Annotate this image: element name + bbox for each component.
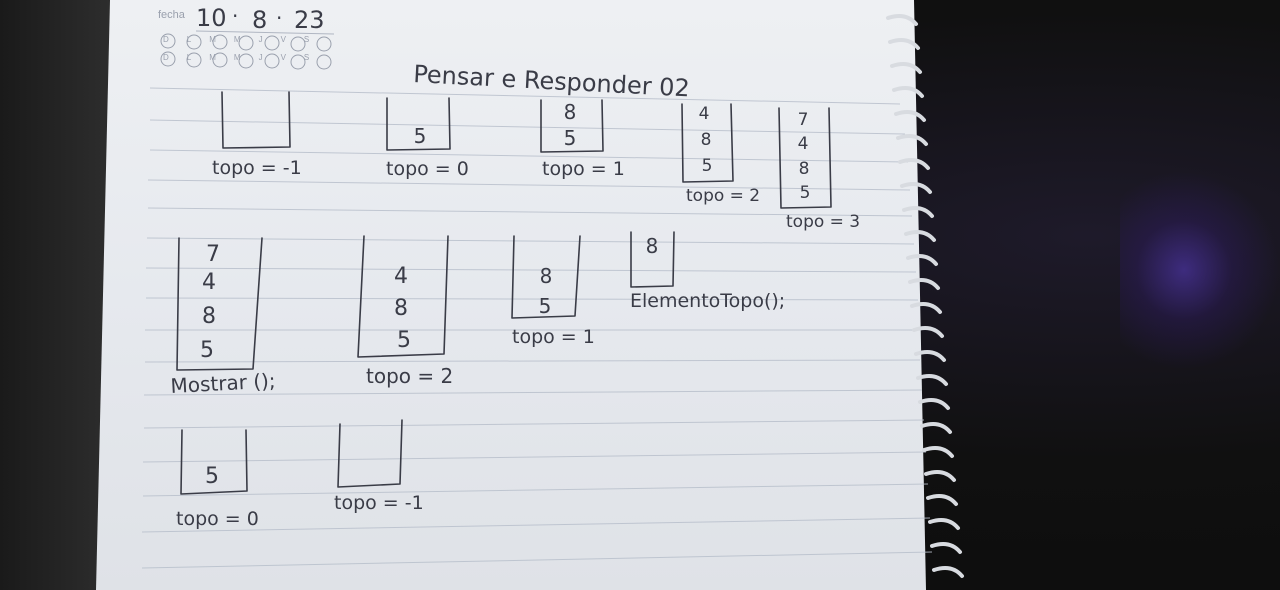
stack-r1-5-element-2: 4 — [797, 134, 809, 154]
date-label: fecha — [158, 9, 185, 21]
stack-r3-2-caption: topo = -1 — [334, 492, 424, 514]
stack-r2-3-caption: topo = 1 — [512, 326, 595, 348]
stack-r1-4-element-2: 8 — [700, 130, 712, 150]
stack-box-r2-2 — [357, 235, 449, 358]
date-day: 10 — [196, 4, 227, 32]
stack-r1-4-element-3: 5 — [701, 156, 713, 176]
stack-r2-1-element-1: 7 — [206, 242, 220, 267]
stack-box-r2-4 — [630, 231, 675, 288]
stack-r2-2-element-3: 5 — [397, 328, 411, 353]
stack-box-r1-5 — [778, 107, 832, 209]
stack-box-r1-1 — [221, 91, 291, 149]
stack-boxes — [176, 91, 832, 495]
stack-r2-1-caption: Mostrar (); — [169, 368, 277, 398]
weekday-letters-bottom: DLMMJVS — [163, 53, 328, 62]
stack-r1-5-element-1: 7 — [797, 110, 809, 130]
stack-r3-1-caption: topo = 0 — [176, 508, 259, 530]
stack-r2-1-element-3: 8 — [202, 304, 216, 329]
stack-r1-5-caption: topo = 3 — [786, 212, 861, 232]
dark-background-left — [0, 0, 115, 590]
date-underline — [195, 30, 335, 35]
stack-box-r2-3 — [511, 235, 581, 319]
stack-box-r3-2 — [337, 419, 403, 488]
stack-r2-1-element-4: 5 — [200, 338, 214, 363]
stack-r2-4-element-1: 8 — [645, 234, 659, 258]
stack-r1-2-caption: topo = 0 — [386, 158, 469, 180]
stack-r1-4-element-1: 4 — [698, 104, 710, 124]
ruled-lines — [141, 87, 933, 569]
stack-r3-1-element-1: 5 — [205, 464, 219, 489]
date-month: 8 — [252, 6, 268, 34]
stack-r2-1-element-2: 4 — [202, 270, 216, 295]
stack-r1-3-caption: topo = 1 — [542, 158, 625, 180]
date-separator-2: · — [276, 6, 283, 30]
stack-r1-5-element-4: 5 — [799, 183, 811, 203]
stack-r2-2-element-1: 4 — [394, 264, 408, 289]
stack-r1-3-element-1: 8 — [563, 100, 577, 124]
stack-r2-3-element-2: 5 — [538, 294, 552, 318]
stack-box-r3-1 — [180, 429, 248, 495]
stack-r2-2-caption: topo = 2 — [366, 364, 454, 388]
stack-r1-4-caption: topo = 2 — [686, 186, 761, 206]
weekday-letters-top: DLMMJVS — [163, 35, 328, 44]
date-separator-1: · — [232, 4, 239, 28]
stack-r1-1-caption: topo = -1 — [212, 157, 302, 179]
stack-r1-2-element-1: 5 — [413, 124, 427, 148]
stack-r2-2-element-2: 8 — [394, 296, 408, 321]
stack-r1-5-element-3: 8 — [798, 159, 810, 179]
stack-r1-3-element-2: 5 — [563, 126, 577, 150]
stack-box-r1-3 — [540, 99, 604, 153]
stack-box-r1-4 — [681, 103, 734, 183]
stack-box-r2-1 — [176, 237, 263, 371]
spiral-binding — [886, 14, 964, 578]
purple-light-glow — [1120, 170, 1280, 370]
stack-r2-4-caption: ElementoTopo(); — [630, 290, 786, 312]
stack-r2-3-element-1: 8 — [539, 264, 553, 288]
date-year: 23 — [294, 6, 325, 34]
weekday-circles — [160, 33, 332, 70]
stack-box-r1-2 — [386, 97, 451, 151]
